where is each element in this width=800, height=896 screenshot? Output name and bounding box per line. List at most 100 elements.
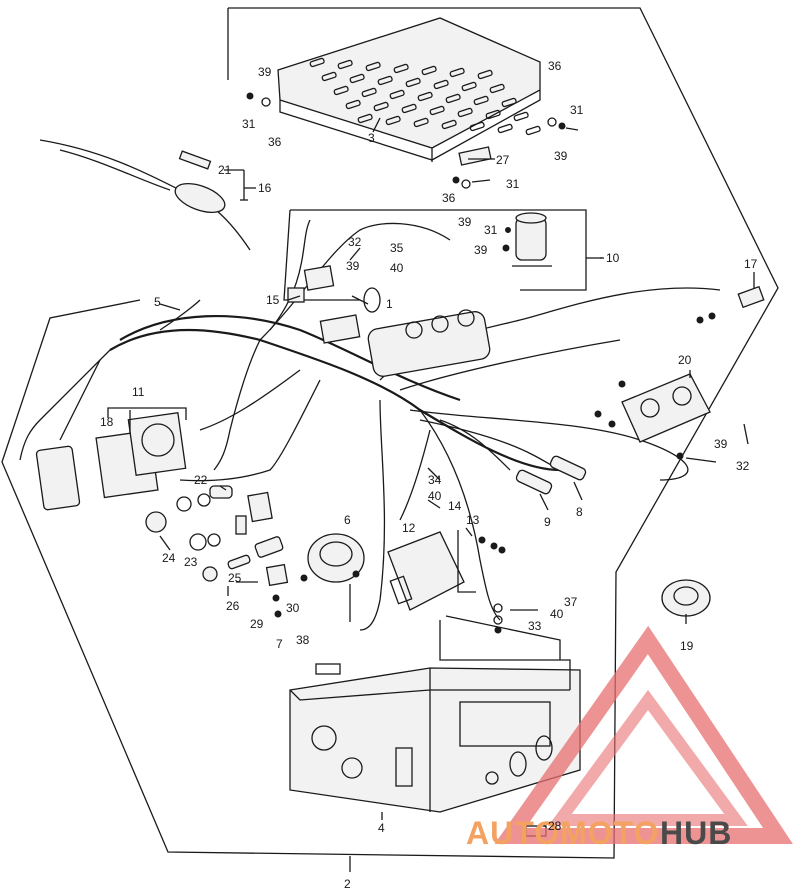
callout-5: 5 bbox=[154, 295, 161, 309]
callout-13: 13 bbox=[466, 513, 480, 527]
callout-17: 17 bbox=[744, 257, 758, 271]
wiring-harness bbox=[19, 219, 721, 631]
lamp-socket-part bbox=[661, 579, 711, 617]
callout-40-bracket: 40 bbox=[550, 607, 564, 621]
vent-slot bbox=[413, 117, 429, 128]
vent-slot bbox=[473, 95, 489, 106]
callout-36-left: 36 bbox=[268, 135, 282, 149]
callout-39-left: 39 bbox=[258, 65, 272, 79]
vent-slot bbox=[449, 67, 465, 78]
callout-2: 2 bbox=[344, 877, 351, 891]
top-cover-part bbox=[277, 17, 541, 162]
vent-slot bbox=[309, 57, 325, 68]
callout-38: 38 bbox=[296, 633, 310, 647]
callout-22: 22 bbox=[194, 473, 208, 487]
callout-39-mid: 39 bbox=[458, 215, 472, 229]
callout-31-left: 31 bbox=[242, 117, 256, 131]
vent-slot bbox=[497, 123, 513, 134]
callout-16: 16 bbox=[258, 181, 272, 195]
callout-39-top: 39 bbox=[346, 259, 360, 273]
callout-25: 25 bbox=[228, 571, 242, 585]
callout-19: 19 bbox=[680, 639, 694, 653]
callout-8: 8 bbox=[576, 505, 583, 519]
callout-4: 4 bbox=[378, 821, 385, 835]
vent-slot bbox=[429, 105, 445, 116]
vent-slot bbox=[389, 89, 405, 100]
vent-slot bbox=[485, 109, 501, 120]
terminal-block-part bbox=[287, 265, 491, 377]
vent-slot bbox=[477, 69, 493, 80]
callout-40-mid: 40 bbox=[428, 489, 442, 503]
callout-40-top: 40 bbox=[390, 261, 404, 275]
callout-39-outlet: 39 bbox=[714, 437, 728, 451]
vent-slot bbox=[393, 63, 409, 74]
meter-part bbox=[95, 407, 187, 499]
assembly-outline bbox=[1, 7, 779, 859]
coil-group-outline bbox=[283, 209, 602, 301]
vent-slot bbox=[333, 85, 349, 96]
vent-slot bbox=[365, 61, 381, 72]
callout-29: 29 bbox=[250, 617, 264, 631]
callout-23: 23 bbox=[184, 555, 198, 569]
callout-30: 30 bbox=[286, 601, 300, 615]
callout-3: 3 bbox=[368, 131, 375, 145]
callout-31-coil: 31 bbox=[484, 223, 498, 237]
callout-11: 11 bbox=[132, 385, 145, 399]
vent-slot bbox=[457, 107, 473, 118]
vent-slot bbox=[433, 79, 449, 90]
upper-left-lead bbox=[39, 139, 256, 251]
callout-34: 34 bbox=[428, 473, 442, 487]
vent-slot bbox=[337, 59, 353, 70]
callout-28: 28 bbox=[548, 819, 562, 833]
vent-slot bbox=[501, 97, 517, 108]
bracket-part bbox=[457, 530, 506, 593]
callout-21: 21 bbox=[218, 163, 232, 177]
callout-27: 27 bbox=[496, 153, 510, 167]
vent-slot bbox=[445, 93, 461, 104]
bracket-hardware bbox=[493, 603, 538, 634]
callout-31-right: 31 bbox=[570, 103, 584, 117]
vent-slot bbox=[377, 75, 393, 86]
solenoid-part bbox=[502, 212, 552, 267]
callout-32-top: 32 bbox=[348, 235, 362, 249]
callout-20: 20 bbox=[678, 353, 692, 367]
callout-39-coil: 39 bbox=[474, 243, 488, 257]
watermark-logo bbox=[494, 625, 793, 844]
callout-12: 12 bbox=[402, 521, 416, 535]
vent-slot bbox=[345, 99, 361, 110]
vent-slot bbox=[489, 83, 505, 94]
right-plug-17 bbox=[696, 285, 765, 324]
leader-lines bbox=[129, 117, 755, 872]
outlet-receptacle-part bbox=[594, 373, 749, 463]
callout-9: 9 bbox=[544, 515, 551, 529]
relay-box-part bbox=[387, 531, 465, 611]
vent-slot bbox=[461, 81, 477, 92]
vent-slot bbox=[373, 101, 389, 112]
vent-slot bbox=[417, 91, 433, 102]
callout-7: 7 bbox=[276, 637, 283, 651]
callout-33: 33 bbox=[528, 619, 542, 633]
cover-vent-slots bbox=[309, 57, 541, 136]
vent-slot bbox=[385, 115, 401, 126]
callout-10: 10 bbox=[606, 251, 620, 265]
vent-slot bbox=[525, 125, 541, 136]
callout-18: 18 bbox=[100, 415, 114, 429]
callout-32-right: 32 bbox=[736, 459, 750, 473]
vent-slot bbox=[513, 111, 529, 122]
vent-slot bbox=[321, 71, 337, 82]
watermark-text-automoto: AUTOMOTO bbox=[466, 815, 659, 851]
vent-slot bbox=[421, 65, 437, 76]
callout-31-mid: 31 bbox=[506, 177, 520, 191]
callout-39-right: 39 bbox=[554, 149, 568, 163]
callout-1: 1 bbox=[386, 297, 393, 311]
callout-36-mid: 36 bbox=[442, 191, 456, 205]
callout-24: 24 bbox=[162, 551, 176, 565]
vent-slot bbox=[361, 87, 377, 98]
vent-slot bbox=[469, 121, 485, 132]
cover-hardware bbox=[246, 92, 579, 189]
callout-15: 15 bbox=[266, 293, 280, 307]
vent-slot bbox=[441, 119, 457, 130]
fuse-holders bbox=[515, 455, 587, 495]
vent-slot bbox=[405, 77, 421, 88]
